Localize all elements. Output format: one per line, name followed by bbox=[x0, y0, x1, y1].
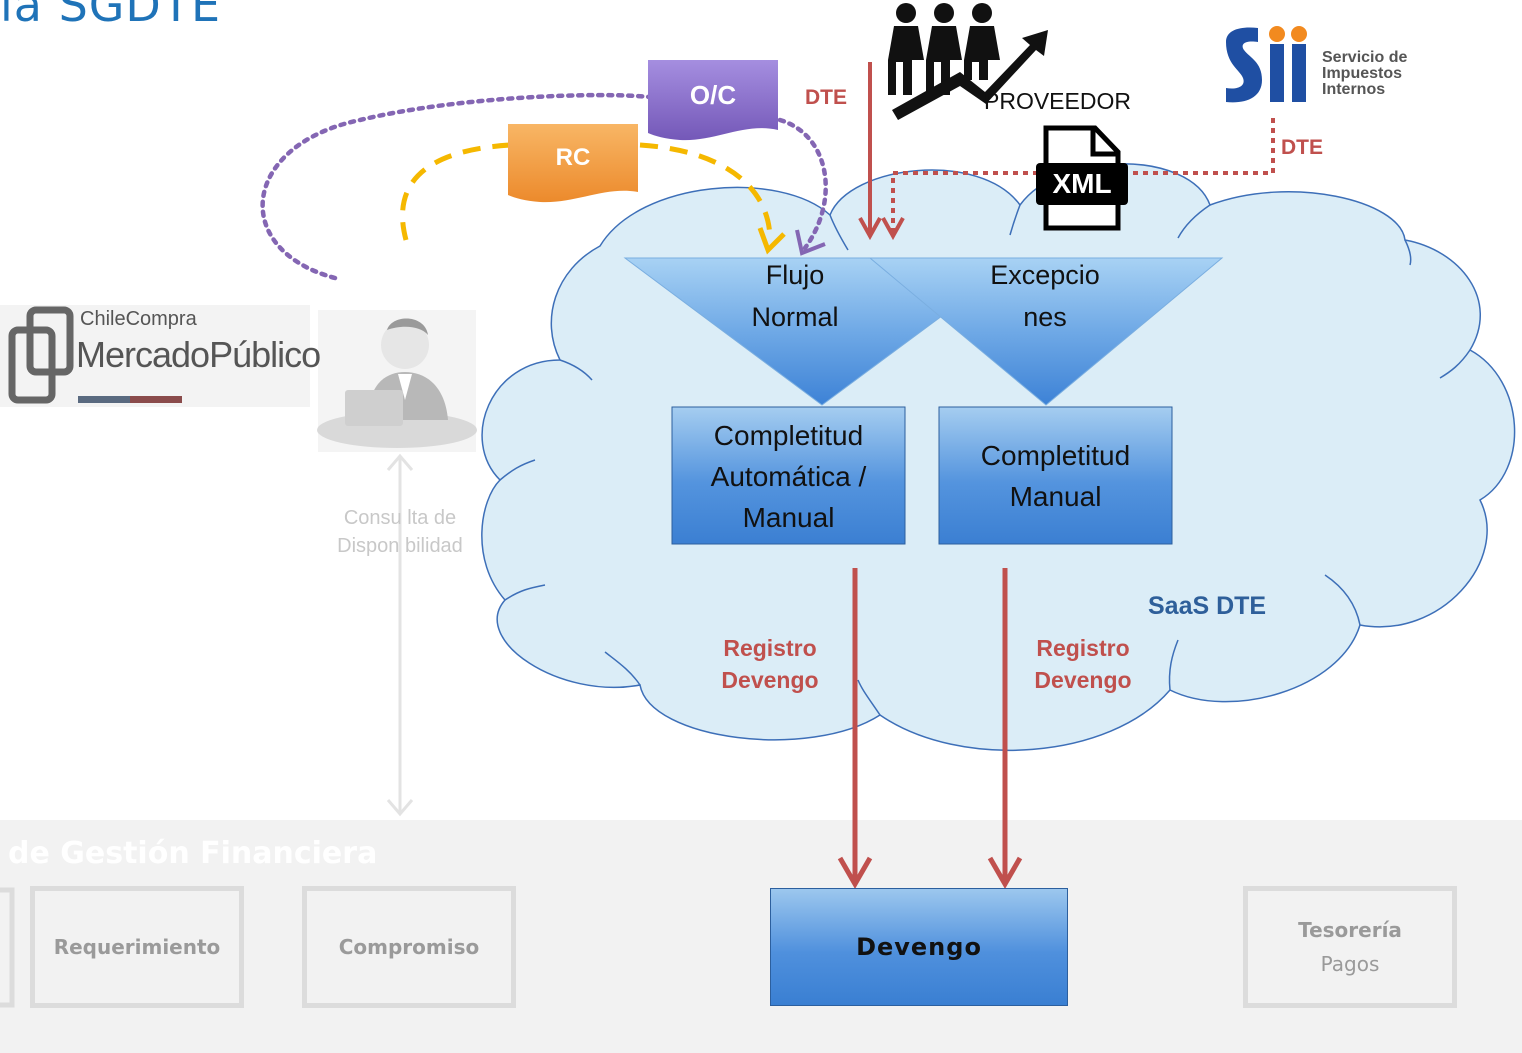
registro-right-line1: Registro bbox=[1036, 635, 1130, 661]
completitud-auto-line1: Completitud bbox=[713, 420, 864, 451]
devengo-label: Devengo bbox=[856, 933, 982, 961]
dte-arrow-top bbox=[858, 62, 882, 241]
tesoreria-label: Tesorería bbox=[1298, 918, 1402, 942]
oc-label: O/C bbox=[689, 80, 737, 110]
sii-arrow-head bbox=[881, 217, 905, 241]
consulta-line2: Dispon bilidad bbox=[337, 535, 463, 557]
completitud-manual-box bbox=[938, 406, 1173, 545]
page-title: la SGDTE bbox=[0, 0, 222, 32]
chilecompra-logo-icon bbox=[0, 305, 310, 407]
registro-right-line2: Devengo bbox=[1034, 667, 1132, 693]
consulta-label: Consu lta de Dispon bilidad bbox=[310, 504, 490, 560]
flujo-normal-label: Flujo Normal bbox=[730, 254, 860, 338]
devengo-box: Devengo bbox=[770, 888, 1068, 1006]
rc-dashed-loop bbox=[400, 142, 773, 241]
registro-devengo-left: Registro Devengo bbox=[690, 632, 850, 696]
sii-line2: Impuestos bbox=[1322, 65, 1403, 82]
sii-line1: Servicio de bbox=[1322, 49, 1408, 66]
sii-name: Servicio de Impuestos Internos bbox=[1322, 50, 1407, 98]
completitud-manual-line1: Completitud bbox=[980, 440, 1131, 471]
registro-devengo-right: Registro Devengo bbox=[1003, 632, 1163, 696]
oc-document-icon bbox=[648, 60, 778, 141]
requerimiento-label: Requerimiento bbox=[53, 935, 221, 959]
mercadopublico-label: MercadoPúblico bbox=[76, 334, 321, 375]
proveedor-label: PROVEEDOR bbox=[984, 88, 1131, 114]
flujo-normal-line2: Normal bbox=[751, 302, 839, 332]
excepciones-label: Excepcio nes bbox=[975, 254, 1115, 338]
completitud-auto-line2: Automática / bbox=[710, 461, 867, 492]
tesoreria-box: Tesorería Pagos bbox=[1243, 886, 1457, 1008]
dte-sii-label: DTE bbox=[1281, 136, 1323, 159]
flujo-normal-line1: Flujo bbox=[765, 260, 825, 290]
xml-file-icon bbox=[1036, 125, 1128, 231]
user-avatar-icon bbox=[317, 310, 477, 452]
excepciones-line1: Excepcio bbox=[990, 260, 1100, 290]
rc-label: RC bbox=[555, 144, 591, 171]
completitud-manual-label: Completitud Manual bbox=[939, 435, 1172, 517]
registro-left-line1: Registro bbox=[723, 635, 817, 661]
consulta-arrow bbox=[386, 453, 414, 817]
compromiso-box: Compromiso bbox=[302, 886, 516, 1008]
completitud-automatica-box bbox=[671, 406, 906, 545]
dte-top-label: DTE bbox=[805, 86, 847, 109]
requerimiento-box: Requerimiento bbox=[30, 886, 244, 1008]
xml-label: XML bbox=[1052, 168, 1112, 199]
pagos-label: Pagos bbox=[1320, 952, 1380, 976]
saas-dte-label: SaaS DTE bbox=[1148, 592, 1267, 620]
sgf-box-partial bbox=[0, 887, 15, 1008]
proveedor-people-icon bbox=[888, 3, 1048, 120]
excepciones-line2: nes bbox=[1023, 302, 1067, 332]
rc-arrow-head bbox=[757, 227, 786, 255]
registro-left-line2: Devengo bbox=[721, 667, 819, 693]
registro-devengo-arrows bbox=[837, 568, 1023, 890]
consulta-line1: Consu lta de bbox=[343, 507, 457, 529]
completitud-automatica-label: Completitud Automática / Manual bbox=[672, 415, 905, 538]
excepciones-triangle bbox=[868, 257, 1224, 406]
sii-line3: Internos bbox=[1322, 81, 1386, 98]
completitud-auto-line3: Manual bbox=[742, 502, 835, 533]
oc-arrow-head bbox=[795, 229, 826, 256]
completitud-manual-line2: Manual bbox=[1009, 481, 1102, 512]
sii-logo-icon bbox=[1226, 26, 1307, 103]
chilecompra-small-label: ChileCompra bbox=[80, 308, 197, 330]
rc-document-icon bbox=[508, 124, 638, 203]
sgf-title: de Gestión Financiera bbox=[8, 836, 378, 871]
oc-dotted-loop bbox=[260, 92, 828, 281]
compromiso-label: Compromiso bbox=[338, 935, 480, 959]
